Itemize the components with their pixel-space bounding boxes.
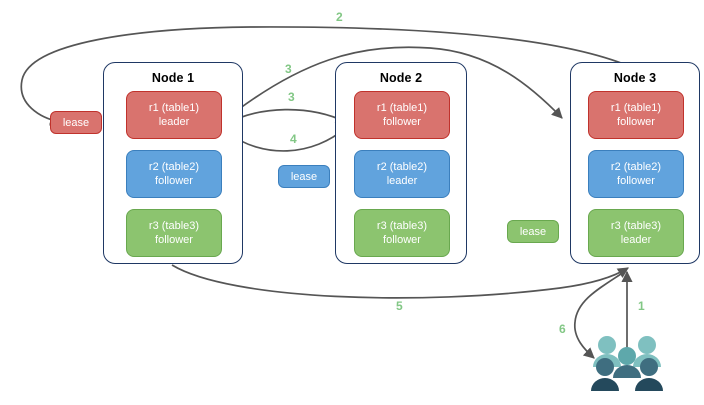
step-label-2: 2 bbox=[336, 10, 343, 24]
edge-step-4 bbox=[227, 125, 349, 152]
replica-range: r1 (table1) bbox=[376, 102, 428, 114]
replica-n2r2[interactable]: r2 (table2) leader bbox=[354, 150, 450, 198]
replica-n3r2[interactable]: r2 (table2) follower bbox=[588, 150, 684, 198]
replica-role: leader bbox=[386, 175, 418, 187]
replica-n1r1[interactable]: r1 (table1) leader bbox=[126, 91, 222, 139]
replica-role: follower bbox=[383, 116, 421, 128]
node-container-node2[interactable]: Node 2 r1 (table1) follower r2 (table2) … bbox=[335, 62, 467, 264]
step-label-1: 1 bbox=[638, 299, 645, 313]
replica-role: follower bbox=[155, 175, 193, 187]
lease-label: lease bbox=[519, 225, 547, 238]
node-container-node3[interactable]: Node 3 r1 (table1) follower r2 (table2) … bbox=[570, 62, 700, 264]
node-container-node1[interactable]: Node 1 r1 (table1) leader r2 (table2) fo… bbox=[103, 62, 243, 264]
replica-range: r3 (table3) bbox=[148, 220, 200, 232]
replica-range: r3 (table3) bbox=[610, 220, 662, 232]
step-label-6: 6 bbox=[559, 322, 566, 336]
replica-range: r2 (table2) bbox=[376, 161, 428, 173]
replica-n3r1[interactable]: r1 (table1) follower bbox=[588, 91, 684, 139]
replica-role: leader bbox=[620, 234, 652, 246]
replica-role: follower bbox=[383, 234, 421, 246]
replica-role: leader bbox=[158, 116, 190, 128]
lease-badge-r3[interactable]: lease bbox=[507, 220, 559, 243]
lease-label: lease bbox=[62, 116, 90, 129]
step-label-3b: 3 bbox=[288, 90, 295, 104]
replica-range: r2 (table2) bbox=[610, 161, 662, 173]
replica-n3r3[interactable]: r3 (table3) leader bbox=[588, 209, 684, 257]
lease-badge-r2[interactable]: lease bbox=[278, 165, 330, 188]
replica-role: follower bbox=[617, 116, 655, 128]
step-label-3a: 3 bbox=[285, 62, 292, 76]
replica-n2r1[interactable]: r1 (table1) follower bbox=[354, 91, 450, 139]
edge-step-5 bbox=[171, 264, 629, 299]
replica-range: r2 (table2) bbox=[148, 161, 200, 173]
node-title: Node 3 bbox=[613, 71, 657, 85]
replica-n2r3[interactable]: r3 (table3) follower bbox=[354, 209, 450, 257]
lease-badge-r1[interactable]: lease bbox=[50, 111, 102, 134]
step-label-4: 4 bbox=[290, 132, 297, 146]
replica-role: follower bbox=[155, 234, 193, 246]
users-group-icon[interactable] bbox=[588, 334, 666, 396]
replica-range: r1 (table1) bbox=[610, 102, 662, 114]
node-title: Node 1 bbox=[151, 71, 195, 85]
replica-range: r1 (table1) bbox=[148, 102, 200, 114]
lease-label: lease bbox=[290, 170, 318, 183]
replica-n1r2[interactable]: r2 (table2) follower bbox=[126, 150, 222, 198]
replica-range: r3 (table3) bbox=[376, 220, 428, 232]
step-label-5: 5 bbox=[396, 299, 403, 313]
replica-n1r3[interactable]: r3 (table3) follower bbox=[126, 209, 222, 257]
node-title: Node 2 bbox=[379, 71, 423, 85]
replica-role: follower bbox=[617, 175, 655, 187]
